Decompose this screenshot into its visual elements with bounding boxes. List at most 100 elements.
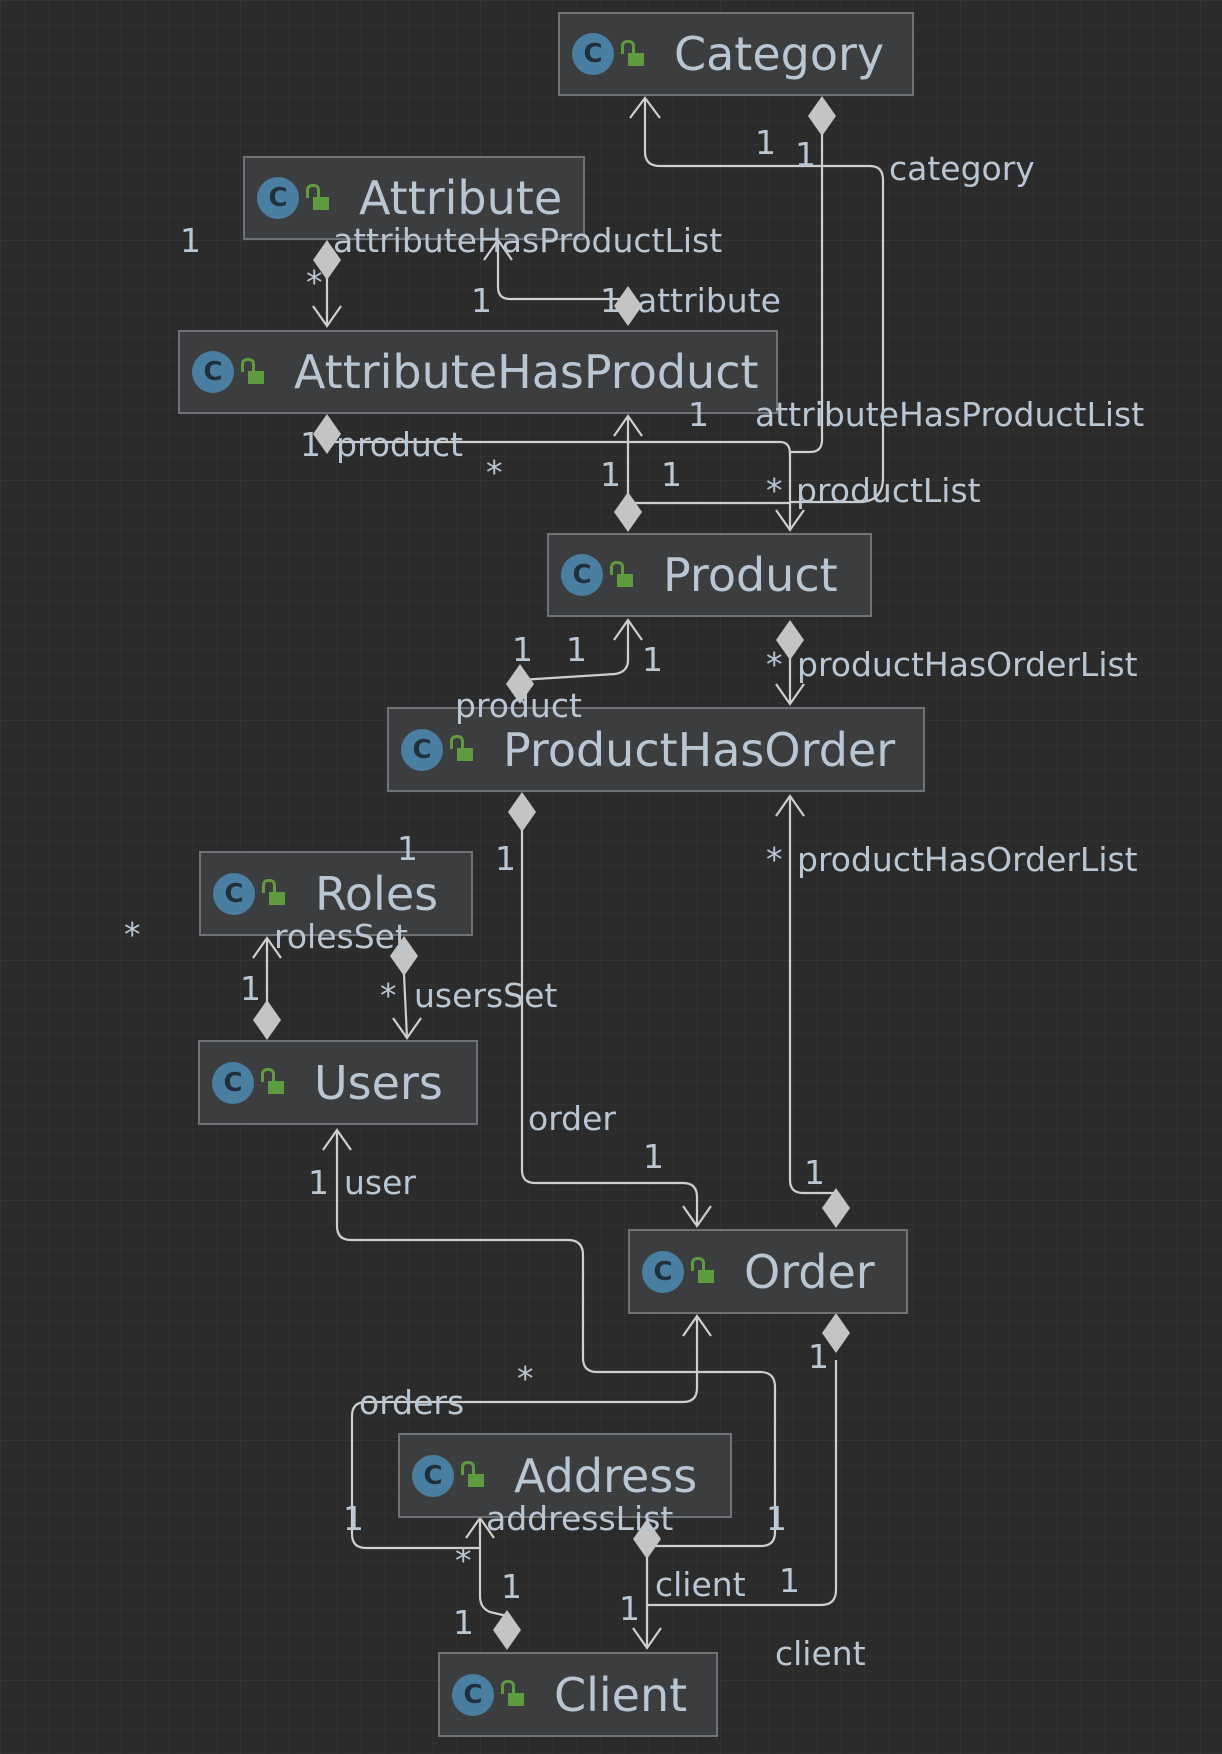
class-node-attributehasproduct[interactable]: C AttributeHasProduct <box>178 330 778 414</box>
class-node-client[interactable]: C Client <box>438 1652 718 1737</box>
class-node-address[interactable]: C Address <box>398 1433 732 1518</box>
class-name: Users <box>314 1055 443 1110</box>
multiplicity-label: * <box>306 263 323 302</box>
multiplicity-label: 1 <box>240 969 261 1008</box>
public-lock-icon <box>501 1680 524 1706</box>
multiplicity-label: 1 <box>308 1163 329 1202</box>
edge-attribute-attributehasproduct-2 <box>496 240 630 306</box>
multiplicity-label: 1 <box>471 281 492 320</box>
arrowhead <box>775 509 805 532</box>
multiplicity-label: 1 <box>619 1589 640 1628</box>
composition-diamond <box>822 1188 850 1228</box>
multiplicity-label: 1 <box>661 455 682 494</box>
multiplicity-label: 1 <box>642 640 663 679</box>
arrowhead <box>682 1314 712 1337</box>
composition-diamond <box>313 414 341 454</box>
role-label-addresslist: addressList <box>486 1499 674 1538</box>
composition-diamond <box>822 1313 850 1353</box>
arrowhead <box>682 1205 712 1228</box>
class-name: Attribute <box>359 171 563 225</box>
class-name: Roles <box>315 866 439 921</box>
role-label-usersset: usersSet <box>414 976 558 1015</box>
composition-diamond <box>313 240 341 280</box>
edge-roles-users-2 <box>402 973 409 1039</box>
arrowhead <box>632 1627 662 1650</box>
role-label-productlist: productList <box>796 471 981 510</box>
multiplicity-label: 1 <box>566 630 587 669</box>
role-label-user: user <box>344 1163 416 1202</box>
role-label-attributehasproductlist: attributeHasProductList <box>333 221 723 260</box>
role-label-order: order <box>528 1099 616 1138</box>
class-node-roles[interactable]: C Roles <box>199 851 473 936</box>
arrowhead <box>613 618 643 641</box>
public-lock-icon <box>241 357 264 384</box>
arrowhead <box>465 1516 495 1539</box>
edge-users-address <box>335 1130 777 1548</box>
public-lock-icon <box>691 1257 714 1283</box>
arrowhead <box>775 683 805 706</box>
composition-diamond <box>506 664 534 704</box>
class-name: AttributeHasProduct <box>294 345 759 399</box>
arrowhead <box>629 96 661 119</box>
multiplicity-label: 1 <box>795 135 816 174</box>
class-icon: C <box>561 554 603 596</box>
class-node-attribute[interactable]: C Attribute <box>243 156 585 240</box>
composition-diamond <box>508 792 536 832</box>
class-icon: C <box>401 728 443 771</box>
role-label-category: category <box>889 149 1035 188</box>
class-name: Category <box>674 27 885 81</box>
multiplicity-label: 1 <box>600 455 621 494</box>
edge-attributehasproduct-product <box>325 440 792 455</box>
public-lock-icon <box>610 560 633 587</box>
multiplicity-label: * <box>486 453 503 492</box>
class-icon: C <box>572 33 614 75</box>
edge-order-client <box>647 1360 838 1607</box>
class-name: Product <box>663 548 838 602</box>
class-name: ProductHasOrder <box>503 722 896 777</box>
public-lock-icon <box>261 1068 284 1094</box>
class-name: Order <box>744 1244 875 1299</box>
role-label-attributehasproductlist-2: attributeHasProductList <box>755 395 1145 434</box>
public-lock-icon <box>306 183 329 210</box>
class-node-users[interactable]: C Users <box>198 1040 478 1125</box>
multiplicity-label: 1 <box>495 839 516 878</box>
public-lock-icon <box>450 735 473 761</box>
role-label-orders: orders <box>359 1383 465 1422</box>
role-label-product: product <box>336 425 463 464</box>
multiplicity-label: 1 <box>643 1137 664 1176</box>
multiplicity-label: 1 <box>766 1499 787 1538</box>
class-node-order[interactable]: C Order <box>628 1229 908 1314</box>
class-node-category[interactable]: C Category <box>558 12 914 96</box>
edge-category-product-2 <box>643 100 885 504</box>
multiplicity-label: 1 <box>688 395 709 434</box>
multiplicity-label: 1 <box>180 221 201 260</box>
multiplicity-label: * <box>766 645 783 684</box>
composition-diamond <box>633 1519 661 1559</box>
multiplicity-label: * <box>455 1541 472 1580</box>
composition-diamond <box>390 936 418 976</box>
multiplicity-label: * <box>124 915 141 954</box>
class-icon: C <box>412 1454 454 1497</box>
role-label-product-2: product <box>455 686 582 725</box>
composition-diamond <box>776 620 804 660</box>
multiplicity-label: * <box>380 976 397 1015</box>
arrowhead <box>613 414 643 437</box>
class-name: Address <box>514 1448 698 1503</box>
role-label-client: client <box>655 1565 746 1604</box>
composition-diamond <box>614 492 642 532</box>
class-icon: C <box>212 1061 254 1104</box>
edge-product-producthasorder-2 <box>519 620 630 682</box>
class-icon: C <box>213 872 255 915</box>
multiplicity-label: * <box>766 471 783 510</box>
multiplicity-label: 1 <box>779 1561 800 1600</box>
edge-address-client-2 <box>478 1518 508 1618</box>
public-lock-icon <box>262 879 285 905</box>
composition-diamond <box>614 286 642 326</box>
edge-producthasorder-order-2 <box>788 796 838 1208</box>
class-node-producthasorder[interactable]: C ProductHasOrder <box>387 707 925 792</box>
arrowhead <box>322 1128 352 1151</box>
multiplicity-label: * <box>766 840 783 879</box>
arrowhead <box>252 936 282 959</box>
edge-category-product <box>788 130 824 530</box>
class-node-product[interactable]: C Product <box>547 533 872 617</box>
